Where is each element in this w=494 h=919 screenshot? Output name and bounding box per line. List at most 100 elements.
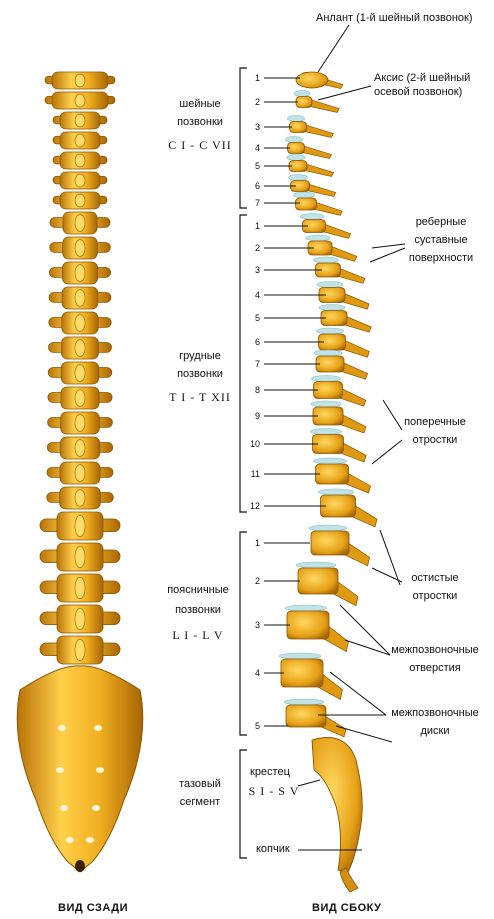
thoracic-vertebra-number: 11: [248, 469, 260, 479]
thoracic-vertebra-number: 5: [248, 313, 260, 323]
spinous-process: [75, 315, 85, 332]
lumbar-range: L I - L V: [153, 628, 243, 643]
coccyx-tip: [75, 860, 85, 872]
intervertebral-disc: [285, 605, 327, 611]
spinous-process: [75, 490, 85, 507]
foramina-line2: отверстия: [380, 662, 490, 675]
intervertebral-disc: [306, 235, 330, 241]
rib-facets-line1: реберные: [396, 216, 486, 229]
sacrum-posterior: [17, 666, 143, 872]
vertebral-body: [288, 143, 305, 154]
spinous-process: [75, 440, 85, 457]
intervertebral-disc: [289, 175, 308, 181]
intervertebral-disc: [286, 137, 303, 143]
sacral-foramen: [96, 767, 104, 773]
thoracic-bracket: [240, 215, 247, 512]
vertebral-body: [281, 659, 323, 687]
spinous-process: [75, 290, 85, 307]
sacral-foramen: [94, 725, 102, 731]
thoracic-label-line2: позвонки: [160, 368, 240, 381]
spinous-process: [75, 154, 85, 167]
vertebral-body: [316, 464, 349, 484]
spinous-process: [75, 515, 85, 536]
transverse-line2: отростки: [390, 434, 480, 447]
spinous-process: [75, 639, 85, 660]
spinous-process: [75, 340, 85, 357]
cervical-vertebra-number: 3: [248, 122, 260, 132]
intervertebral-disc: [296, 562, 336, 568]
thoracic-vertebra-number: 6: [248, 337, 260, 347]
spinous-line1: остистые: [390, 572, 480, 585]
sacral-foramen: [86, 837, 94, 843]
spinous-process: [75, 390, 85, 407]
sacral-foramen: [92, 805, 100, 811]
spinous-process: [75, 74, 85, 87]
thoracic-vertebra-number: 3: [248, 265, 260, 275]
thoracic-vertebra-number: 12: [248, 501, 260, 511]
posterior-view-caption: ВИД СЗАДИ: [58, 902, 128, 914]
thoracic-range: T I - T XII: [160, 390, 240, 405]
intervertebral-disc: [314, 458, 347, 464]
axis-label-line2: осевой позвонок): [374, 86, 462, 99]
pelvic-bracket: [240, 750, 247, 858]
cervical-range: C I - C VII: [160, 138, 240, 153]
vertebral-body: [311, 531, 349, 555]
lumbar-vertebra-number: 1: [248, 538, 260, 548]
sacral-foramen: [66, 837, 74, 843]
posterior-spine: [17, 72, 143, 872]
thoracic-vertebra-number: 10: [248, 439, 260, 449]
intervertebral-disc: [314, 350, 342, 356]
thoracic-vertebra-number: 9: [248, 411, 260, 421]
thoracic-vertebra-number: 2: [248, 243, 260, 253]
discs-line1: межпозвоночные: [380, 707, 490, 720]
spinous-process: [75, 194, 85, 207]
lumbar-vertebra-number: 3: [248, 620, 260, 630]
thoracic-vertebra-number: 7: [248, 359, 260, 369]
spinous-process: [75, 465, 85, 482]
spinous-process: [75, 546, 85, 567]
thoracic-vertebra-number: 1: [248, 221, 260, 231]
vertebral-body: [286, 705, 326, 727]
intervertebral-disc: [317, 282, 343, 288]
cervical-vertebra-number: 5: [248, 161, 260, 171]
vertebral-body: [296, 198, 317, 210]
coccyx-lateral: [340, 868, 358, 892]
spinous-process: [75, 365, 85, 382]
thoracic-label-line1: грудные: [160, 350, 240, 363]
coccyx-label: копчик: [256, 843, 290, 856]
atlas-vertebra: [296, 72, 328, 88]
cervical-vertebra-number: 1: [248, 73, 260, 83]
lumbar-vertebra-number: 4: [248, 668, 260, 678]
intervertebral-disc: [309, 525, 347, 531]
lumbar-label-line1: поясничные: [153, 584, 243, 597]
cervical-label-line1: шейные: [160, 98, 240, 111]
spinous-process: [75, 174, 85, 187]
cervical-vertebra-number: 2: [248, 97, 260, 107]
intervertebral-disc: [287, 155, 305, 161]
sacral-foramen: [56, 767, 64, 773]
foramina-line1: межпозвоночные: [380, 644, 490, 657]
sacrum-range: S I - S V: [244, 784, 304, 799]
intervertebral-disc: [319, 305, 345, 311]
spinous-process: [75, 114, 85, 127]
cervical-bracket: [240, 68, 247, 208]
lateral-spine: [279, 72, 377, 892]
spinous-process: [75, 577, 85, 598]
cervical-vertebra-number: 4: [248, 143, 260, 153]
intervertebral-disc: [288, 116, 305, 122]
rib-facets-line2: суставные: [396, 234, 486, 247]
sacrum-label: крестец: [250, 766, 290, 779]
axis-label-line1: Аксис (2-й шейный: [374, 72, 470, 85]
cervical-vertebra-number: 6: [248, 181, 260, 191]
cervical-label-line2: позвонки: [160, 116, 240, 129]
sacral-foramen: [58, 725, 66, 731]
vertebral-body: [298, 568, 338, 594]
sacrum-lateral: [312, 738, 362, 873]
spinous-process: [75, 415, 85, 432]
intervertebral-disc: [311, 401, 341, 407]
thoracic-vertebra-number: 4: [248, 290, 260, 300]
thoracic-vertebra-number: 8: [248, 385, 260, 395]
discs-line2: диски: [380, 725, 490, 738]
pelvic-label-line1: тазовый: [160, 778, 240, 791]
